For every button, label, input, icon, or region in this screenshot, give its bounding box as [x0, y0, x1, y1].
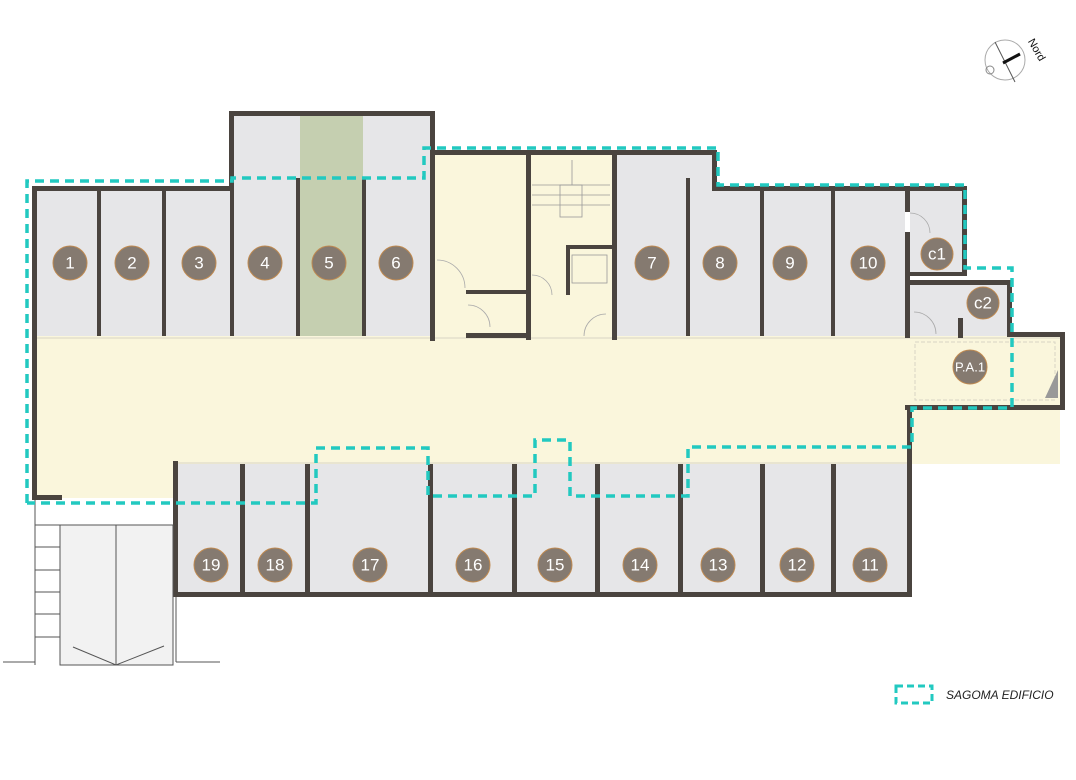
- svg-text:c1: c1: [928, 245, 946, 264]
- svg-text:2: 2: [127, 254, 136, 273]
- svg-text:14: 14: [631, 556, 650, 575]
- walls: [32, 111, 1065, 597]
- lane-lines: [36, 337, 1060, 464]
- space-badge[interactable]: 18: [257, 547, 293, 583]
- svg-text:18: 18: [266, 556, 285, 575]
- space-badge[interactable]: 17: [352, 547, 388, 583]
- legend-label: SAGOMA EDIFICIO: [946, 688, 1054, 702]
- svg-text:5: 5: [324, 254, 333, 273]
- door-swings: [436, 212, 937, 337]
- svg-text:7: 7: [647, 254, 656, 273]
- elevator-icon: [571, 254, 608, 284]
- corridor-corner: [36, 440, 176, 498]
- north-compass-icon: Nord: [984, 37, 1047, 83]
- svg-text:12: 12: [788, 556, 807, 575]
- svg-text:15: 15: [546, 556, 565, 575]
- space-badge[interactable]: 4: [247, 245, 283, 281]
- space-badge[interactable]: 2: [114, 245, 150, 281]
- building-outline: [25, 146, 1014, 505]
- space-badge[interactable]: 14: [622, 547, 658, 583]
- space-badge[interactable]: 19: [193, 547, 229, 583]
- svg-text:6: 6: [391, 254, 400, 273]
- staircase-icon: [532, 160, 610, 284]
- svg-text:3: 3: [194, 254, 203, 273]
- svg-text:16: 16: [464, 556, 483, 575]
- svg-text:17: 17: [361, 556, 380, 575]
- box-5-highlight: [300, 115, 363, 336]
- svg-text:P.A.1: P.A.1: [955, 360, 985, 375]
- ramp: [3, 500, 220, 666]
- space-badge[interactable]: 13: [700, 547, 736, 583]
- pa-badge[interactable]: P.A.1: [952, 349, 988, 385]
- svg-text:13: 13: [709, 556, 728, 575]
- compass-label: Nord: [1025, 37, 1047, 64]
- svg-text:9: 9: [785, 254, 794, 273]
- space-badge[interactable]: 7: [634, 245, 670, 281]
- cellar-badge[interactable]: c2: [966, 286, 1000, 320]
- space-badge[interactable]: 1: [52, 245, 88, 281]
- space-badge[interactable]: 6: [378, 245, 414, 281]
- svg-text:c2: c2: [974, 294, 992, 313]
- space-badge[interactable]: 11: [852, 547, 888, 583]
- storage-room: [434, 154, 528, 338]
- svg-text:11: 11: [861, 556, 879, 575]
- space-badges: 1 2 3 4 5 6 7 8 9 10 c1 c2 P.A.1 19 18 1…: [52, 237, 1000, 583]
- space-badge[interactable]: 9: [772, 245, 808, 281]
- legend-outline-swatch: [894, 684, 934, 705]
- cellar-badge[interactable]: c1: [920, 237, 954, 271]
- svg-text:8: 8: [715, 254, 724, 273]
- svg-text:19: 19: [202, 556, 221, 575]
- space-badge[interactable]: 16: [455, 547, 491, 583]
- space-badge[interactable]: 15: [537, 547, 573, 583]
- space-badge[interactable]: 8: [702, 245, 738, 281]
- space-badge[interactable]: 5: [311, 245, 347, 281]
- svg-text:10: 10: [859, 254, 878, 273]
- space-badge[interactable]: 10: [850, 245, 886, 281]
- svg-text:1: 1: [65, 254, 74, 273]
- sun-icon: [985, 65, 995, 75]
- corridor: [36, 336, 1060, 464]
- space-badge[interactable]: 12: [779, 547, 815, 583]
- svg-text:4: 4: [260, 254, 269, 273]
- space-badge[interactable]: 3: [181, 245, 217, 281]
- legend: SAGOMA EDIFICIO: [894, 684, 1054, 705]
